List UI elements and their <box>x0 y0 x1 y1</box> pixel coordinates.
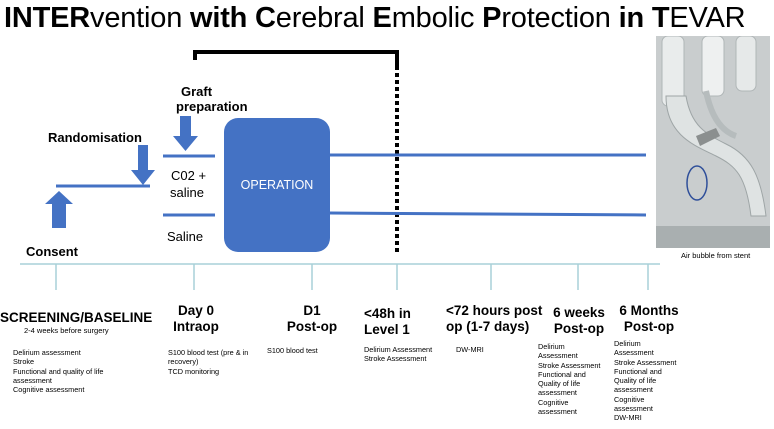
graft-label-line1: Graft <box>181 84 213 99</box>
consent-label: Consent <box>26 244 78 259</box>
timepoint-heading: <48h in <box>364 306 411 321</box>
detail-line: Delirium <box>614 339 641 348</box>
title-part: C <box>255 2 276 34</box>
timepoint-heading: SCREENING/BASELINE <box>0 310 153 325</box>
timepoint-screening-details: Delirium assessment Stroke Functional an… <box>13 348 103 394</box>
title-part: rotection <box>501 2 619 34</box>
arm-line-bottom <box>329 211 647 217</box>
timepoint-6months: 6 Months Post-op <box>612 303 686 335</box>
co2-label-line2: saline <box>170 185 204 200</box>
operation-label: OPERATION <box>240 178 314 192</box>
title-part: vention <box>90 2 190 34</box>
title-part: EVAR <box>669 2 746 34</box>
timepoint-6weeks-details: Delirium Assessment Stroke Assessment Fu… <box>538 342 600 416</box>
timepoint-72h: <72 hours post op (1-7 days) <box>446 303 546 335</box>
detail-line: DW-MRI <box>456 345 484 354</box>
timepoint-heading: Day 0 <box>177 303 215 318</box>
title-part: with <box>190 2 256 34</box>
detail-line: Delirium assessment <box>13 348 81 357</box>
bracket-line <box>193 50 399 66</box>
detail-line: Quality of life <box>614 376 657 386</box>
timepoint-heading: op (1-7 days) <box>446 319 530 334</box>
detail-line: Assessment <box>614 348 654 358</box>
title-part: in <box>618 2 652 34</box>
detail-line: Functional and <box>538 369 586 379</box>
timepoint-72h-details: DW-MRI <box>456 345 484 354</box>
graft-label-line2: preparation <box>176 99 248 114</box>
detail-line: DW-MRI <box>614 413 642 423</box>
detail-line: Cognitive <box>614 394 645 404</box>
co2-label-line1: C02 + <box>171 168 207 183</box>
timepoint-day0: Day 0 Intraop <box>166 303 226 335</box>
title-part: erebral <box>275 2 373 34</box>
randomisation-arrow-icon <box>131 145 155 185</box>
detail-line: Stroke Assessment <box>614 357 677 367</box>
detail-line: assessment <box>614 385 653 395</box>
graft-arrow-icon <box>173 116 198 151</box>
timepoint-heading: <72 hours post <box>446 303 543 318</box>
stent-model-image <box>656 35 770 248</box>
timepoint-screening-sub: 2-4 weeks before surgery <box>24 326 109 335</box>
operation-box: OPERATION <box>224 118 330 252</box>
timepoint-48h-details: Delirium Assessment Stroke Assessment <box>364 345 432 364</box>
photo-caption: Air bubble from stent <box>681 251 751 260</box>
timepoint-d1: D1 Post-op <box>280 303 344 335</box>
timepoint-heading: 6 Months <box>619 303 679 318</box>
detail-line: Cognitive <box>538 397 569 407</box>
title-part: E <box>372 2 392 34</box>
title-part: T <box>651 2 670 34</box>
timepoint-heading: Post-op <box>553 321 605 336</box>
timepoint-heading: Intraop <box>173 319 219 334</box>
title-part: INTER <box>4 2 91 34</box>
title-part: mbolic <box>391 2 483 34</box>
randomisation-label: Randomisation <box>48 130 142 145</box>
saline-label: Saline <box>167 229 204 244</box>
timepoint-heading: Level 1 <box>364 322 410 337</box>
detail-line: S100 blood test <box>267 346 318 355</box>
timepoint-d1-details: S100 blood test <box>267 346 318 355</box>
detail-line: Stroke Assessment <box>364 354 427 364</box>
detail-line: assessment <box>538 407 577 417</box>
timepoint-heading: Post-op <box>286 319 338 334</box>
detail-line: Stroke Assessment <box>538 360 601 370</box>
detail-line: Assessment <box>538 351 578 361</box>
detail-line: TCD monitoring <box>168 366 220 376</box>
detail-line: Quality of life <box>538 379 581 389</box>
detail-line: Stroke <box>13 357 35 367</box>
detail-line: assessment <box>614 404 653 414</box>
detail-line: Delirium <box>538 342 565 351</box>
bubble-highlight-icon <box>686 165 708 201</box>
timepoint-48h: <48h in Level 1 <box>364 306 430 338</box>
detail-line: assessment <box>13 375 52 385</box>
detail-line: recovery) <box>168 357 199 367</box>
timepoint-heading: Post-op <box>623 319 675 334</box>
detail-line: S100 blood test (pre & in <box>168 348 249 357</box>
timepoint-screening: SCREENING/BASELINE <box>0 310 153 326</box>
consent-arrow-icon <box>45 191 73 228</box>
timepoint-6weeks: 6 weeks Post-op <box>546 305 612 337</box>
detail-line: Functional and <box>614 366 662 376</box>
timepoint-6months-details: Delirium Assessment Stroke Assessment Fu… <box>614 339 676 423</box>
detail-line: Delirium Assessment <box>364 345 433 354</box>
page-title: INTERvention with Cerebral Embolic Prote… <box>4 2 746 35</box>
timepoint-heading: D1 <box>303 303 321 318</box>
detail-line: Functional and quality of life <box>13 366 104 376</box>
detail-line: Cognitive assessment <box>13 385 85 395</box>
stent-photo <box>656 35 770 248</box>
detail-line: assessment <box>538 388 577 398</box>
timepoint-day0-details: S100 blood test (pre & in recovery) TCD … <box>168 348 248 376</box>
timepoint-heading: 6 weeks <box>553 305 605 320</box>
title-part: P <box>482 2 502 34</box>
